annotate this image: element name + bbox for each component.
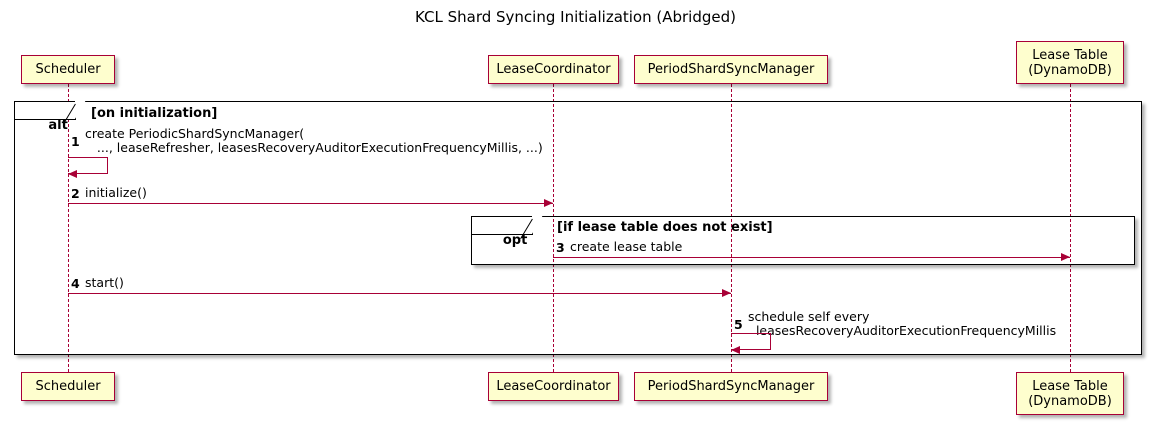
participant-label: Scheduler (35, 379, 101, 394)
lifeline-scheduler (68, 84, 69, 372)
participant-lease-table-top[interactable]: Lease Table (DynamoDB) (1016, 41, 1124, 84)
message-3-number: 3 (556, 240, 565, 255)
message-4-arrowhead (722, 288, 731, 297)
message-5-number: 5 (734, 317, 743, 332)
participant-label-line2: (DynamoDB) (1028, 62, 1112, 78)
participant-lease-coordinator-bottom[interactable]: LeaseCoordinator (488, 372, 619, 401)
message-5-text-line2: leasesRecoveryAuditorExecutionFrequencyM… (748, 323, 1057, 338)
fragment-opt-keyword-tab: opt (470, 206, 543, 248)
message-2-number: 2 (71, 186, 80, 201)
message-1-self-loop (68, 157, 108, 174)
message-3-arrowhead (1061, 252, 1070, 261)
participant-period-shard-sync-manager-top[interactable]: PeriodShardSyncManager (634, 55, 828, 84)
fragment-alt-keyword: alt (48, 117, 68, 133)
message-3-text: create lease table (570, 239, 683, 254)
fragment-opt: opt (470, 206, 1135, 265)
participant-period-shard-sync-manager-bottom[interactable]: PeriodShardSyncManager (634, 372, 828, 401)
message-4-number: 4 (71, 276, 80, 291)
participant-lease-coordinator-top[interactable]: LeaseCoordinator (488, 55, 619, 84)
message-1-text-line2: ..., leaseRefresher, leasesRecoveryAudit… (85, 140, 543, 155)
message-1-number: 1 (71, 134, 80, 149)
participant-scheduler-top[interactable]: Scheduler (21, 55, 115, 84)
message-2-arrowhead (544, 198, 553, 207)
participant-label: Scheduler (35, 62, 101, 77)
message-1-text-line1: create PeriodicShardSyncManager( (85, 126, 305, 141)
message-4-line (68, 293, 731, 294)
fragment-opt-keyword: opt (502, 232, 528, 248)
participant-label-line2: (DynamoDB) (1028, 393, 1112, 409)
fragment-opt-condition: [if lease table does not exist] (557, 220, 773, 235)
participant-label-line1: Lease Table (1032, 47, 1108, 63)
lifeline-lease-table (1070, 84, 1071, 372)
message-2-text: initialize() (85, 185, 147, 200)
fragment-alt-keyword-tab: alt (13, 91, 86, 133)
participant-label: PeriodShardSyncManager (647, 62, 815, 77)
message-1-arrowhead (68, 169, 77, 178)
message-5-self-loop (731, 333, 771, 350)
participant-label: PeriodShardSyncManager (647, 379, 815, 394)
message-5-arrowhead (731, 345, 740, 354)
participant-scheduler-bottom[interactable]: Scheduler (21, 372, 115, 401)
fragment-alt-condition: [on initialization] (91, 106, 218, 121)
participant-label: LeaseCoordinator (496, 62, 611, 77)
participant-label: LeaseCoordinator (496, 379, 611, 394)
message-5-text-line1: schedule self every (748, 309, 870, 324)
fragment-tab-notch (531, 215, 543, 234)
fragment-alt: alt (13, 91, 1142, 355)
lifeline-lease-coordinator (553, 84, 554, 372)
lifeline-period-shard-sync-manager (731, 84, 732, 372)
message-3-line (553, 257, 1070, 258)
participant-label-line1: Lease Table (1032, 378, 1108, 394)
message-2-line (68, 203, 553, 204)
page-title: KCL Shard Syncing Initialization (Abridg… (415, 8, 736, 26)
fragment-tab-notch (74, 100, 86, 119)
message-4-text: start() (85, 275, 124, 290)
participant-lease-table-bottom[interactable]: Lease Table (DynamoDB) (1016, 372, 1124, 415)
